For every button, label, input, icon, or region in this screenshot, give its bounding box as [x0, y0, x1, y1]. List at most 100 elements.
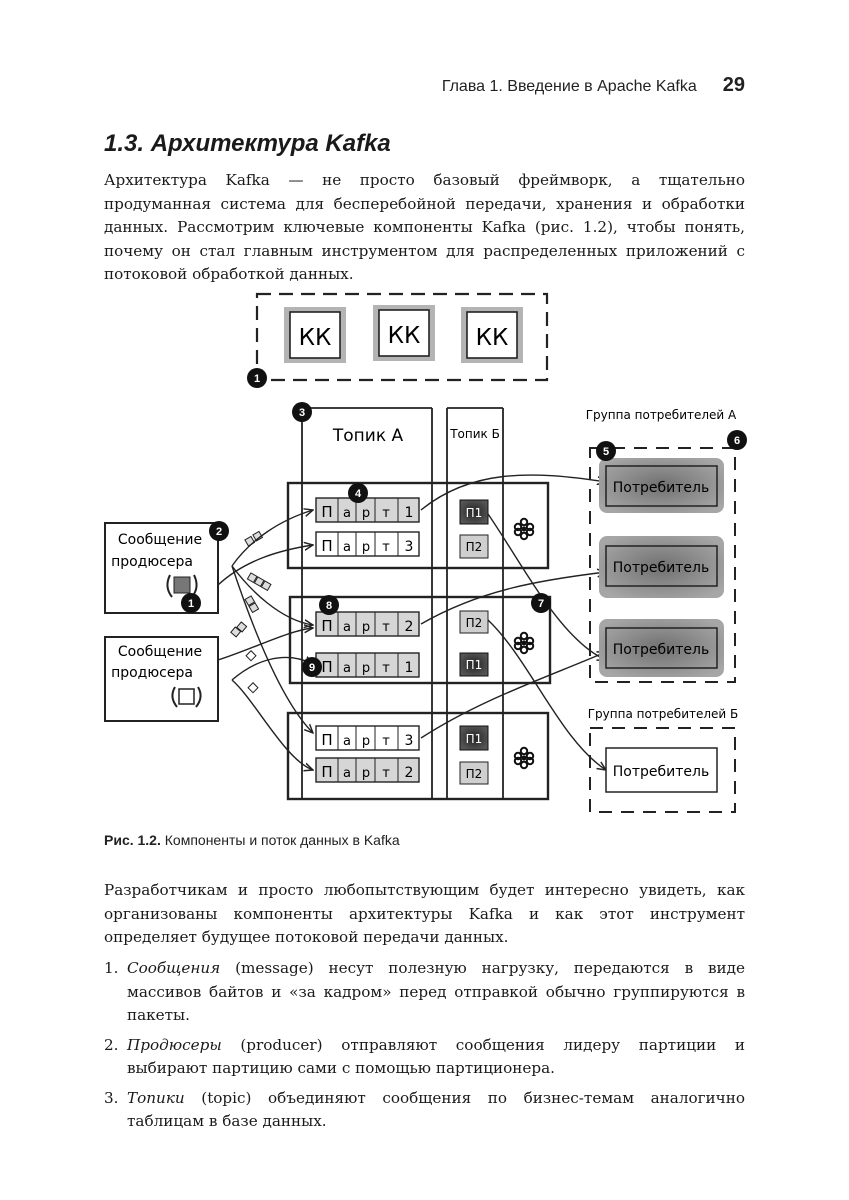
producer-message-label: Сообщение	[118, 644, 202, 660]
intro-paragraph: Архитектура Kafka — не просто базовый фр…	[104, 171, 745, 283]
partition-letter: П	[321, 617, 332, 635]
partition-letter: а	[343, 620, 351, 635]
list-item: 1. Сообщения (message) несут полезную наг…	[104, 957, 745, 1028]
consumer: Потребитель	[599, 458, 724, 513]
consumer-group-a: Группа потребителей А Потребитель Потреб…	[586, 408, 737, 683]
partition-letter: р	[362, 506, 370, 521]
caption-label: Рис. 1.2.	[104, 832, 161, 848]
topic-b-partition-leader: П1	[459, 652, 489, 677]
marker: 1	[188, 598, 194, 610]
partition-label: П1	[466, 732, 483, 746]
marker: 4	[355, 488, 362, 500]
topic-a-column: Топик А	[301, 407, 433, 800]
controller-label: КК	[299, 325, 332, 351]
list-term: Топики	[127, 1088, 185, 1107]
producer-message: Сообщение продюсера	[104, 636, 219, 722]
partition-letter: р	[362, 540, 370, 555]
controller-node: КК	[460, 306, 524, 364]
partition-row: П а р т 3	[315, 725, 420, 751]
partition-label: П2	[466, 540, 483, 554]
message-icon	[178, 688, 195, 705]
consumer-group-label: Группа потребителей Б	[588, 707, 739, 721]
marker: 1	[254, 373, 260, 385]
diagram-markers: 1 2 1 3 4 5 6 7 8 9	[181, 368, 747, 677]
list-text: (producer) отправляют сообщения лидеру п…	[127, 1035, 745, 1078]
list-term: Продюсеры	[127, 1035, 222, 1054]
partition-letter: т	[382, 734, 390, 749]
broker: П а р т 3 П а р т 2 П1 П2	[286, 711, 550, 801]
list-item: 3.Топики (topic) объединяют сообщения по…	[104, 1087, 745, 1134]
topic-b-partition-leader: П1	[459, 499, 489, 525]
partition-row: П а р т 1	[315, 497, 420, 523]
marker: 5	[603, 446, 609, 458]
partition-letter: а	[343, 734, 351, 749]
marker: 2	[216, 526, 222, 538]
consumer: Потребитель	[599, 619, 724, 677]
partition-label: П2	[466, 616, 483, 630]
partition-letter: т	[382, 540, 390, 555]
marker: 3	[299, 407, 305, 419]
list-number: 1.	[104, 959, 119, 977]
partition-row: П а р т 2	[315, 757, 420, 783]
partition-letter: р	[362, 766, 370, 781]
broker: П а р т 1 П а р т 3 П1 П2	[286, 481, 550, 570]
list-text: (message) несут полезную нагрузку, перед…	[127, 959, 745, 1024]
list-term: Сообщения	[127, 959, 221, 977]
consumer-label: Потребитель	[613, 764, 709, 780]
body-paragraph: Разработчикам и просто любопытствующим б…	[104, 881, 745, 946]
partition-letter: р	[362, 734, 370, 749]
marker: 6	[734, 435, 740, 447]
list-item: 2. Продюсеры (producer) отправляют сообще…	[104, 1034, 745, 1081]
partition-number: 3	[405, 539, 414, 555]
topic-b-column: Топик Б	[446, 407, 504, 800]
partition-letter: р	[362, 661, 370, 676]
section-title: 1.3. Архитектура Kafka	[104, 130, 391, 157]
consumer-group-b: Группа потребителей Б Потребитель	[588, 707, 739, 813]
broker-icon	[513, 517, 535, 541]
controller-node: КК	[372, 304, 436, 362]
partition-row: П а р т 2	[315, 611, 420, 637]
marker: 7	[538, 598, 544, 610]
controller-cluster: КК КК КК	[255, 292, 549, 382]
marker: 8	[326, 600, 332, 612]
message-batches	[230, 530, 272, 694]
partition-number: 2	[405, 619, 414, 635]
list-number: 2.	[104, 1035, 119, 1054]
producer-message-label: продюсера	[111, 665, 193, 681]
partition-letter: а	[343, 766, 351, 781]
broker-icon	[513, 631, 535, 655]
topic-b-partition: П2	[459, 610, 489, 634]
partition-label: П1	[466, 658, 483, 672]
consumer-arrows	[420, 474, 606, 770]
producer-message-label: Сообщение	[118, 532, 202, 548]
partition-row: П а р т 3	[315, 531, 420, 557]
partition-letter: П	[321, 658, 332, 676]
topic-b-partition: П2	[459, 534, 489, 559]
topic-a-label: Топик А	[332, 426, 404, 446]
broker-icon	[513, 746, 535, 770]
partition-letter: П	[321, 731, 332, 749]
producer-arrows	[217, 510, 313, 770]
controller-label: КК	[388, 323, 421, 349]
page-number: 29	[722, 74, 745, 96]
consumer-label: Потребитель	[613, 480, 709, 496]
marker: 9	[309, 662, 315, 674]
partition-row: П а р т 1	[315, 652, 420, 678]
caption-text: Компоненты и поток данных в Kafka	[164, 832, 400, 848]
running-header: Глава 1. Введение в Apache Kafka 29	[0, 74, 745, 97]
partition-number: 1	[405, 505, 414, 521]
partition-letter: т	[382, 506, 390, 521]
kafka-architecture-diagram: КК КК КК Топик А Топик Б П а р	[104, 292, 747, 813]
partition-letter: р	[362, 620, 370, 635]
list-number: 3.	[104, 1088, 119, 1107]
partition-letter: П	[321, 763, 332, 781]
partition-letter: т	[382, 620, 390, 635]
partition-letter: т	[382, 661, 390, 676]
component-list: 1. Сообщения (message) несут полезную наг…	[104, 957, 745, 1140]
chapter-title: Глава 1. Введение в Apache Kafka	[441, 78, 697, 95]
figure-caption: Рис. 1.2. Компоненты и поток данных в Ka…	[104, 832, 400, 848]
message-icon	[173, 576, 191, 594]
consumer-label: Потребитель	[613, 560, 709, 576]
topic-b-label: Топик Б	[449, 427, 500, 441]
consumer: Потребитель	[599, 536, 724, 598]
